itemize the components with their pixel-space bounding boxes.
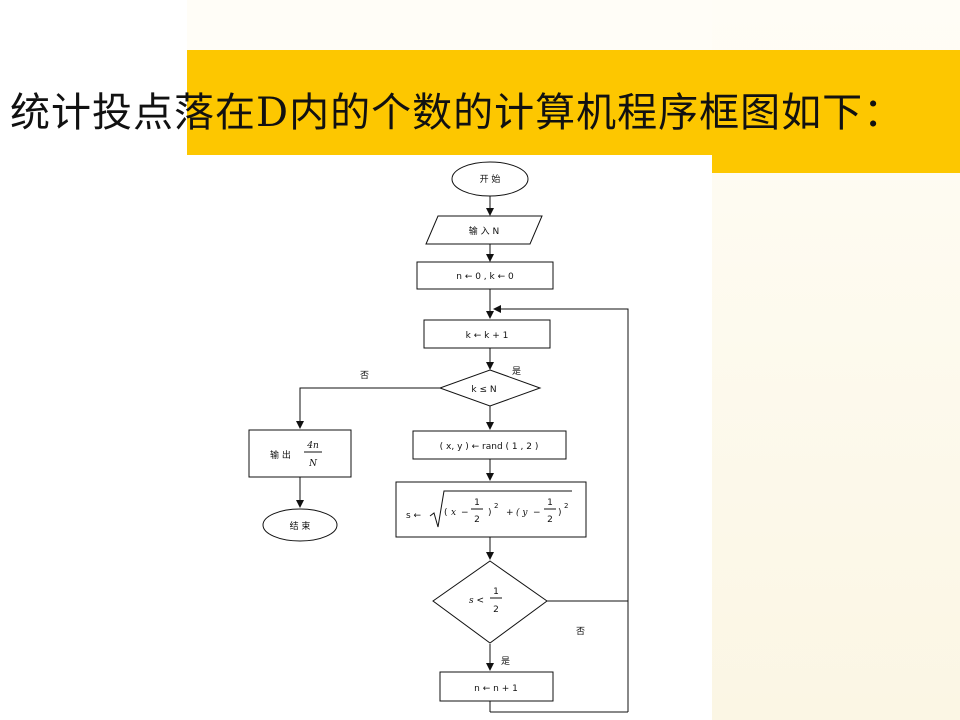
s-frac2-den: 2 — [547, 515, 553, 525]
s-assign-label: s ← — [406, 511, 422, 521]
s-expr-minus-1: − — [461, 508, 469, 518]
slide-title: 统计投点落在D内的个数的计算机程序框图如下： — [10, 90, 905, 136]
title-banner — [187, 50, 960, 155]
s-expr-minus-2: − — [533, 508, 541, 518]
s-expr-plus: + — [506, 508, 514, 518]
decision-k-no-label: 否 — [360, 370, 369, 381]
output-label: 输 出 — [270, 449, 291, 461]
arrow-decision-output — [296, 387, 441, 429]
s-expr-close-2: ) — [558, 508, 562, 518]
s-expr-y: ( y — [516, 507, 528, 518]
increment-k-label: k ← k + 1 — [466, 331, 509, 341]
s-expr-open: ( — [444, 508, 448, 518]
output-denominator: N — [308, 459, 318, 469]
increment-k-box — [423, 319, 551, 349]
arrow-loop-back — [493, 305, 629, 712]
init-box — [416, 261, 554, 290]
input-label: 输 入 N — [469, 225, 499, 237]
decision-s-yes-label: 是 — [501, 656, 510, 667]
decision-k-label: k ≤ N — [471, 385, 496, 395]
end-terminal — [262, 508, 338, 542]
s-expr-x: x — [451, 508, 456, 518]
banner-right-strip — [712, 155, 960, 173]
start-terminal — [451, 161, 529, 197]
rand-label: ( x, y ) ← rand ( 1 , 2 ) — [440, 442, 539, 452]
s-frac1-num: 1 — [474, 498, 480, 508]
output-numerator: 4n — [306, 441, 319, 451]
increment-n-label: n ← n + 1 — [474, 684, 518, 694]
decision-s-den: 2 — [493, 605, 499, 615]
output-box — [248, 429, 352, 478]
init-label: n ← 0 , k ← 0 — [456, 272, 514, 282]
decision-s-num: 1 — [493, 587, 499, 597]
increment-n-box — [439, 671, 554, 702]
rand-box — [412, 430, 567, 460]
s-frac1-den: 2 — [474, 515, 480, 525]
s-exp-2: 2 — [564, 502, 568, 510]
decision-s-label: s < — [469, 596, 484, 606]
decision-s — [432, 560, 548, 644]
decision-s-no-label: 否 — [576, 626, 585, 637]
start-label: 开 始 — [480, 173, 501, 185]
decision-k-yes-label: 是 — [512, 366, 521, 377]
input-box — [425, 215, 543, 245]
s-expr-close-1: ) — [488, 508, 492, 518]
s-frac2-num: 1 — [547, 498, 553, 508]
s-exp-1: 2 — [494, 502, 498, 510]
end-label: 结 束 — [290, 520, 311, 532]
sqrt-symbol — [429, 490, 572, 528]
decision-k — [438, 369, 542, 407]
